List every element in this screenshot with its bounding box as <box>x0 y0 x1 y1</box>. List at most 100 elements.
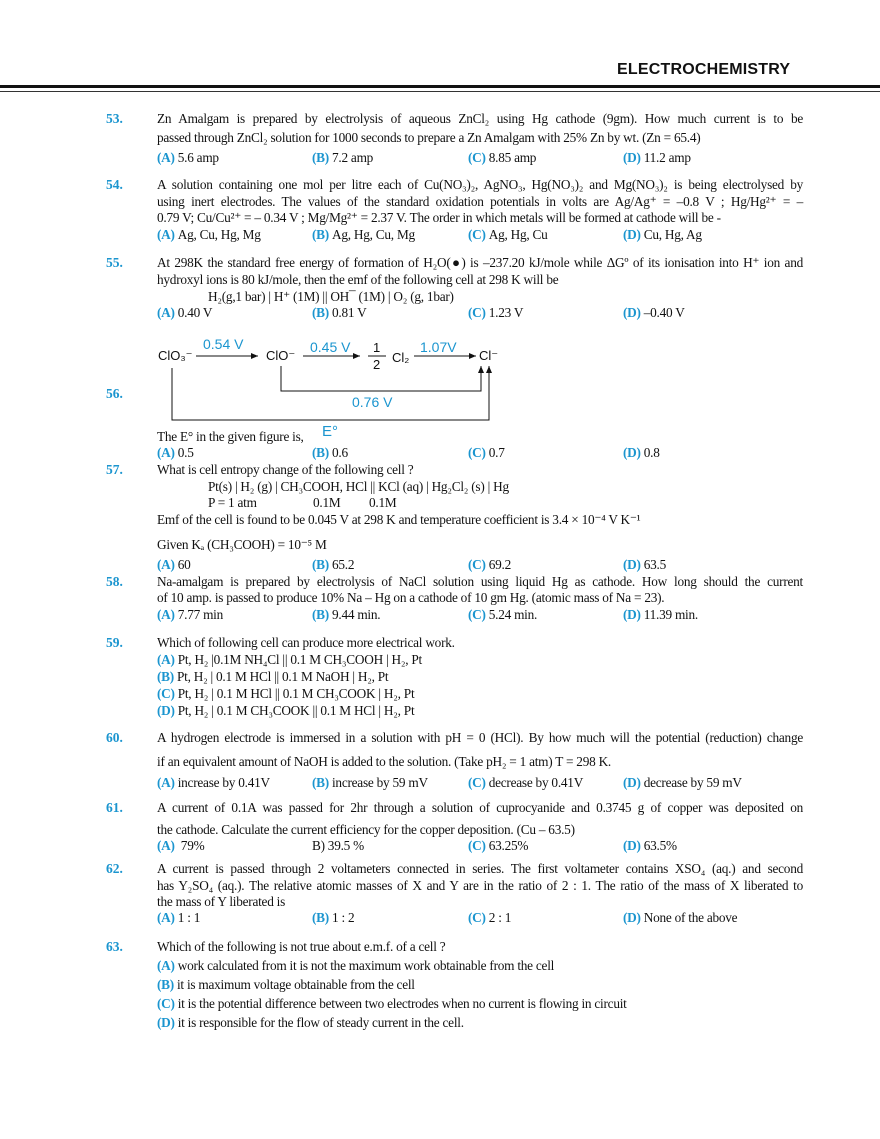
answer-option[interactable]: (A) 79% <box>157 838 205 854</box>
option-label: (D) <box>623 227 641 242</box>
answer-option[interactable]: (A)Ag, Cu, Hg, Mg <box>157 227 261 243</box>
option-text: it is maximum voltage obtainable from th… <box>176 977 415 992</box>
question-text-line: of 10 amp. is passed to produce 10% Na –… <box>157 590 665 605</box>
option-text: Ag, Hg, Cu, Mg <box>331 227 415 242</box>
option-label: (B) <box>312 775 329 790</box>
option-text: Cu, Hg, Ag <box>643 227 702 242</box>
answer-option[interactable]: (C)1.23 V <box>468 305 523 321</box>
option-text: 8.85 amp <box>488 150 537 165</box>
answer-option[interactable]: B)39.5 % <box>312 838 364 854</box>
answer-option[interactable]: (D)–0.40 V <box>623 305 685 321</box>
answer-option[interactable]: (D)63.5 <box>623 557 666 573</box>
answer-option[interactable]: (B)0.81 V <box>312 305 367 321</box>
question-number: 58. <box>106 574 123 589</box>
answer-option[interactable]: (D)0.8 <box>623 445 660 461</box>
answer-option[interactable]: (D)Cu, Hg, Ag <box>623 227 702 243</box>
answer-option[interactable]: (C)decrease by 0.41V <box>468 775 583 791</box>
option-label: (D) <box>623 838 641 853</box>
answer-option[interactable]: (B)it is maximum voltage obtainable from… <box>157 977 415 993</box>
species-cl2: Cl₂ <box>392 350 409 365</box>
answer-option[interactable]: (B)1 : 2 <box>312 910 355 926</box>
option-label: (B) <box>157 977 174 992</box>
option-label: (A) <box>157 652 175 667</box>
option-label: (A) <box>157 305 175 320</box>
answer-option[interactable]: (C)69.2 <box>468 557 511 573</box>
question-text-line: A current of 0.1A was passed for 2hr thr… <box>157 800 803 815</box>
unknown-potential: E° <box>322 423 338 440</box>
answer-option[interactable]: (A)5.6 amp <box>157 150 219 166</box>
species-cl: Cl⁻ <box>479 348 498 363</box>
question-text-line: What is cell entropy change of the follo… <box>157 462 414 477</box>
option-label: (A) <box>157 775 175 790</box>
answer-option[interactable]: (B)increase by 59 mV <box>312 775 428 791</box>
answer-option[interactable]: (B)Ag, Hg, Cu, Mg <box>312 227 415 243</box>
answer-option[interactable]: (A)0.5 <box>157 445 194 461</box>
answer-option[interactable]: (B)7.2 amp <box>312 150 373 166</box>
option-text: 0.5 <box>177 445 194 460</box>
option-text: 79% <box>177 838 205 853</box>
option-label: (A) <box>157 910 175 925</box>
path-clo3-cl <box>171 366 492 421</box>
question-number: 57. <box>106 462 123 477</box>
option-text: 1 : 1 <box>177 910 201 925</box>
option-text: 0.81 V <box>331 305 367 320</box>
question-number: 53. <box>106 111 123 126</box>
option-label: (C) <box>468 150 486 165</box>
option-label: (D) <box>623 305 641 320</box>
option-label: (D) <box>623 775 641 790</box>
option-label: (B) <box>312 607 329 622</box>
answer-option[interactable]: (C)Pt, H₂ | 0.1 M HCl || 0.1 M CH₃COOK |… <box>157 686 415 702</box>
answer-option[interactable]: (A)1 : 1 <box>157 910 200 926</box>
question-text-line: A solution containing one mol per litre … <box>157 177 803 192</box>
option-text: increase by 0.41V <box>177 775 270 790</box>
answer-option[interactable]: (A)increase by 0.41V <box>157 775 270 791</box>
answer-option[interactable]: (A)7.77 min <box>157 607 223 623</box>
answer-option[interactable]: (A)Pt, H₂ |0.1M NH₄Cl || 0.1 M CH₃COOH |… <box>157 652 422 668</box>
answer-option[interactable]: (B)0.6 <box>312 445 348 461</box>
answer-option[interactable]: (D)11.2 amp <box>623 150 691 166</box>
answer-option[interactable]: (D)11.39 min. <box>623 607 698 623</box>
option-label: (A) <box>157 838 175 853</box>
answer-option[interactable]: (C)Ag, Hg, Cu <box>468 227 548 243</box>
answer-option[interactable]: (C)8.85 amp <box>468 150 536 166</box>
question-text-line: 0.79 V; Cu/Cu²⁺ = – 0.34 V ; Mg/Mg²⁺ = 2… <box>157 210 721 225</box>
option-text: decrease by 59 mV <box>643 775 742 790</box>
potential-label: 0.45 V <box>310 339 351 355</box>
question-text-line: Which of the following is not true about… <box>157 939 446 954</box>
option-text: 5.24 min. <box>488 607 538 622</box>
answer-option[interactable]: (B)65.2 <box>312 557 355 573</box>
question-text-line: Pt(s) | H₂ (g) | CH₃COOH, HCl || KCl (aq… <box>208 479 509 494</box>
answer-option[interactable]: (B)9.44 min. <box>312 607 381 623</box>
option-text: 63.25% <box>488 838 529 853</box>
option-label: (D) <box>623 910 641 925</box>
option-label: (A) <box>157 958 175 973</box>
answer-option[interactable]: (D)decrease by 59 mV <box>623 775 742 791</box>
option-text: 1.23 V <box>488 305 524 320</box>
question-text-line: 0.1M <box>313 495 341 510</box>
answer-option[interactable]: (C)2 : 1 <box>468 910 511 926</box>
answer-option[interactable]: (C)0.7 <box>468 445 505 461</box>
answer-option[interactable]: (D)None of the above <box>623 910 738 926</box>
question-text-line: Given Kₐ (CH₃COOH) = 10⁻⁵ M <box>157 537 327 552</box>
answer-option[interactable]: (D)63.5% <box>623 838 677 854</box>
option-label: (B) <box>157 669 174 684</box>
potential-label: 0.76 V <box>352 394 393 410</box>
answer-option[interactable]: (B)Pt, H₂ | 0.1 M HCl || 0.1 M NaOH | H₂… <box>157 669 389 685</box>
option-label: (D) <box>623 150 641 165</box>
option-text: 0.7 <box>488 445 505 460</box>
question-text-line: The E° in the given figure is, <box>157 429 304 444</box>
option-label: (C) <box>157 996 175 1011</box>
answer-option[interactable]: (D)it is responsible for the flow of ste… <box>157 1015 464 1031</box>
option-text: 11.39 min. <box>643 607 699 622</box>
option-label: (D) <box>623 607 641 622</box>
answer-option[interactable]: (D)Pt, H₂ | 0.1 M CH₃COOK || 0.1 M HCl |… <box>157 703 415 719</box>
option-label: (C) <box>468 775 486 790</box>
answer-option[interactable]: (A)60 <box>157 557 191 573</box>
answer-option[interactable]: (A)0.40 V <box>157 305 212 321</box>
answer-option[interactable]: (C)it is the potential difference betwee… <box>157 996 627 1012</box>
answer-option[interactable]: (C)63.25% <box>468 838 528 854</box>
option-text: work calculated from it is not the maxim… <box>177 958 555 973</box>
answer-option[interactable]: (C)5.24 min. <box>468 607 537 623</box>
answer-option[interactable]: (A)work calculated from it is not the ma… <box>157 958 554 974</box>
option-text: 7.2 amp <box>331 150 374 165</box>
